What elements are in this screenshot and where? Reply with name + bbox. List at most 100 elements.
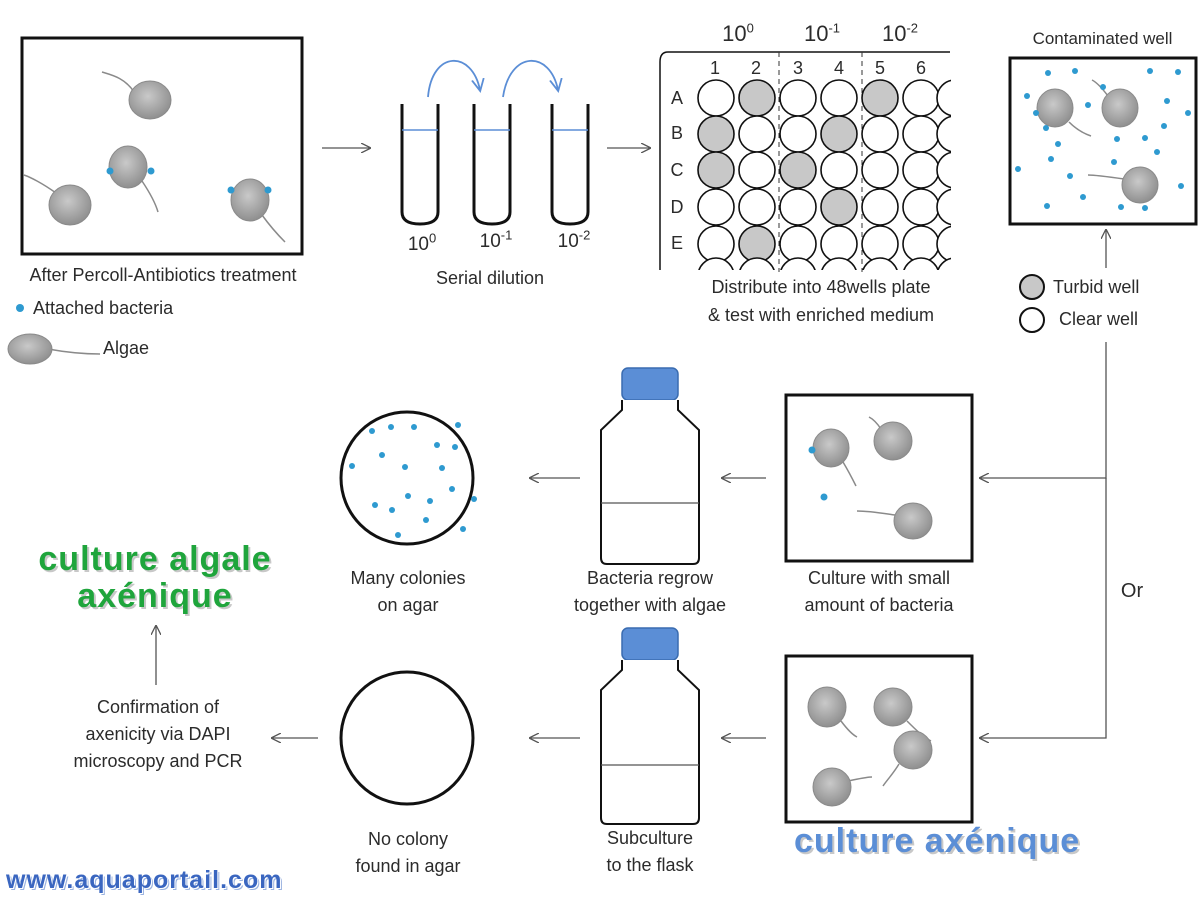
- alga-cell: [1036, 88, 1092, 137]
- flask-cap: [621, 627, 679, 661]
- alga-cell: [1091, 79, 1139, 128]
- confirm-line3: microscopy and PCR: [73, 751, 243, 771]
- clear-well: [779, 115, 817, 153]
- bacterium: [147, 167, 155, 175]
- tube-label-2-exp: -1: [500, 227, 513, 243]
- plate-caption-line2: & test with enriched medium: [707, 305, 935, 325]
- turbid-well: [861, 79, 899, 117]
- bacterium: [1044, 203, 1050, 209]
- subculture-line1: Subculture: [606, 828, 694, 848]
- clear-well: [779, 225, 817, 263]
- bacterium: [1067, 173, 1073, 179]
- branch-connector-lower: [980, 478, 1107, 738]
- clear-well: [861, 188, 899, 226]
- site-watermark[interactable]: www.aquaportail.com: [6, 866, 283, 894]
- colony: [372, 502, 378, 508]
- alga-cell: [230, 178, 286, 243]
- culture-small-line1: Culture with small: [807, 568, 951, 588]
- plate-header-3: 10-2: [868, 20, 932, 47]
- no-colony-line2: found in agar: [355, 856, 461, 876]
- bacterium: [1080, 194, 1086, 200]
- plate-row-E: E: [670, 233, 683, 253]
- clear-well: [780, 257, 816, 270]
- agar-plate-empty: [339, 670, 475, 806]
- contaminated-title: Contaminated well: [1032, 29, 1173, 48]
- agar-colonies: [349, 422, 477, 538]
- panel1-bacteria: [106, 167, 272, 194]
- tube-label-1: 100: [395, 231, 449, 258]
- clear-well: [779, 79, 817, 117]
- tube-label-1-exp: 0: [428, 230, 437, 246]
- bacterium: [227, 186, 235, 194]
- clear-well: [820, 151, 858, 189]
- plate-wells: [697, 79, 951, 270]
- alga-cell: [882, 730, 933, 787]
- flask-body: [600, 400, 700, 565]
- colony: [427, 498, 433, 504]
- colony: [349, 463, 355, 469]
- upper-culture-algae: [812, 416, 933, 540]
- bacterium: [1114, 136, 1120, 142]
- tube-1: [400, 104, 440, 226]
- colonies-line1: Many colonies: [350, 568, 466, 588]
- axenic-culture-label: culture axénique: [794, 822, 1081, 860]
- bacterium: [1043, 125, 1049, 131]
- axenic-algal-culture-title-line2: axénique: [77, 577, 233, 615]
- plate-header-3-exp: -2: [906, 20, 919, 36]
- plate-header-2: 10-1: [790, 20, 854, 47]
- clear-well: [902, 151, 940, 189]
- clear-well: [902, 225, 940, 263]
- plate-col-4: 4: [833, 58, 844, 78]
- tube-label-3: 10-2: [546, 228, 602, 255]
- bacterium: [1100, 84, 1106, 90]
- legend-clear-label: Clear well: [1059, 309, 1139, 329]
- bacterium: [106, 167, 114, 175]
- legend-algae-icon: [7, 333, 101, 365]
- branch-connector: [980, 342, 1107, 478]
- plate-header-1-exp: 0: [746, 20, 754, 36]
- colonies-line2: on agar: [377, 595, 439, 615]
- tube-label-1-base: 10: [407, 234, 429, 255]
- bacterium: [1147, 68, 1153, 74]
- clear-well: [936, 115, 951, 153]
- confirm-line2: axenicity via DAPI: [85, 724, 231, 744]
- tube-label-2-base: 10: [479, 231, 501, 252]
- contaminated-algae: [1036, 79, 1159, 204]
- alga-cell: [108, 145, 159, 213]
- turbid-well: [738, 225, 776, 263]
- alga-cell: [812, 767, 873, 807]
- bacterium: [1111, 159, 1117, 165]
- tube-label-3-base: 10: [557, 231, 579, 252]
- clear-well: [937, 257, 951, 270]
- clear-well: [862, 257, 898, 270]
- alga-cell: [807, 686, 858, 738]
- clear-well: [861, 151, 899, 189]
- bacterium: [1045, 70, 1051, 76]
- legend-bacteria-label: Attached bacteria: [33, 298, 174, 318]
- axenic-culture-panel: [784, 654, 974, 824]
- clear-well: [739, 257, 775, 270]
- legend-clear-well: [1019, 307, 1045, 333]
- plate-frame: [659, 51, 950, 270]
- colony: [411, 424, 417, 430]
- colony: [434, 442, 440, 448]
- clear-well: [697, 79, 735, 117]
- colony: [389, 507, 395, 513]
- turbid-well: [697, 151, 735, 189]
- bacterium: [1161, 123, 1167, 129]
- bacterium: [1072, 68, 1078, 74]
- subculture-line2: to the flask: [606, 855, 694, 875]
- treatment-caption: After Percoll-Antibiotics treatment: [29, 265, 297, 285]
- colony: [388, 424, 394, 430]
- bacterium: [1033, 110, 1039, 116]
- plate-col-6: 6: [915, 58, 926, 78]
- clear-well: [936, 79, 951, 117]
- colony: [423, 517, 429, 523]
- clear-well: [738, 115, 776, 153]
- plate-row-D: D: [670, 197, 684, 217]
- clear-well: [820, 79, 858, 117]
- colony: [379, 452, 385, 458]
- bacterium: [264, 186, 272, 194]
- colony: [449, 486, 455, 492]
- transfer-arrow-1: [427, 59, 480, 98]
